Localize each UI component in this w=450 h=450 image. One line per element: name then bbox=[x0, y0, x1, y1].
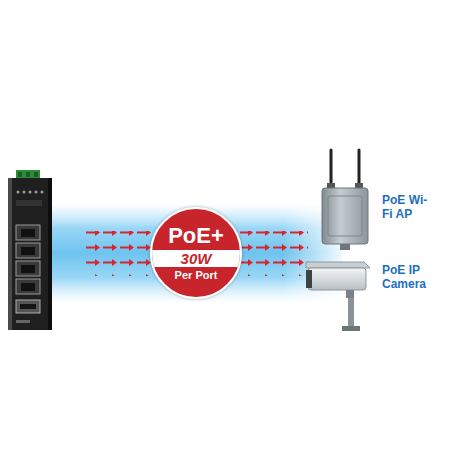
badge-text: Per Port bbox=[175, 269, 218, 282]
badge-title: PoE+ bbox=[168, 224, 224, 248]
poe-badge-circle: PoE+ 30W Per Port bbox=[150, 207, 242, 299]
ip-camera bbox=[306, 262, 370, 331]
badge-text: 30W bbox=[152, 250, 240, 267]
poe-switch bbox=[8, 170, 52, 330]
power-beam bbox=[50, 203, 342, 303]
device-label: PoE IP Camera bbox=[382, 263, 443, 291]
device-label: PoE Wi-Fi AP bbox=[382, 193, 433, 221]
wifi-ap bbox=[322, 150, 368, 250]
